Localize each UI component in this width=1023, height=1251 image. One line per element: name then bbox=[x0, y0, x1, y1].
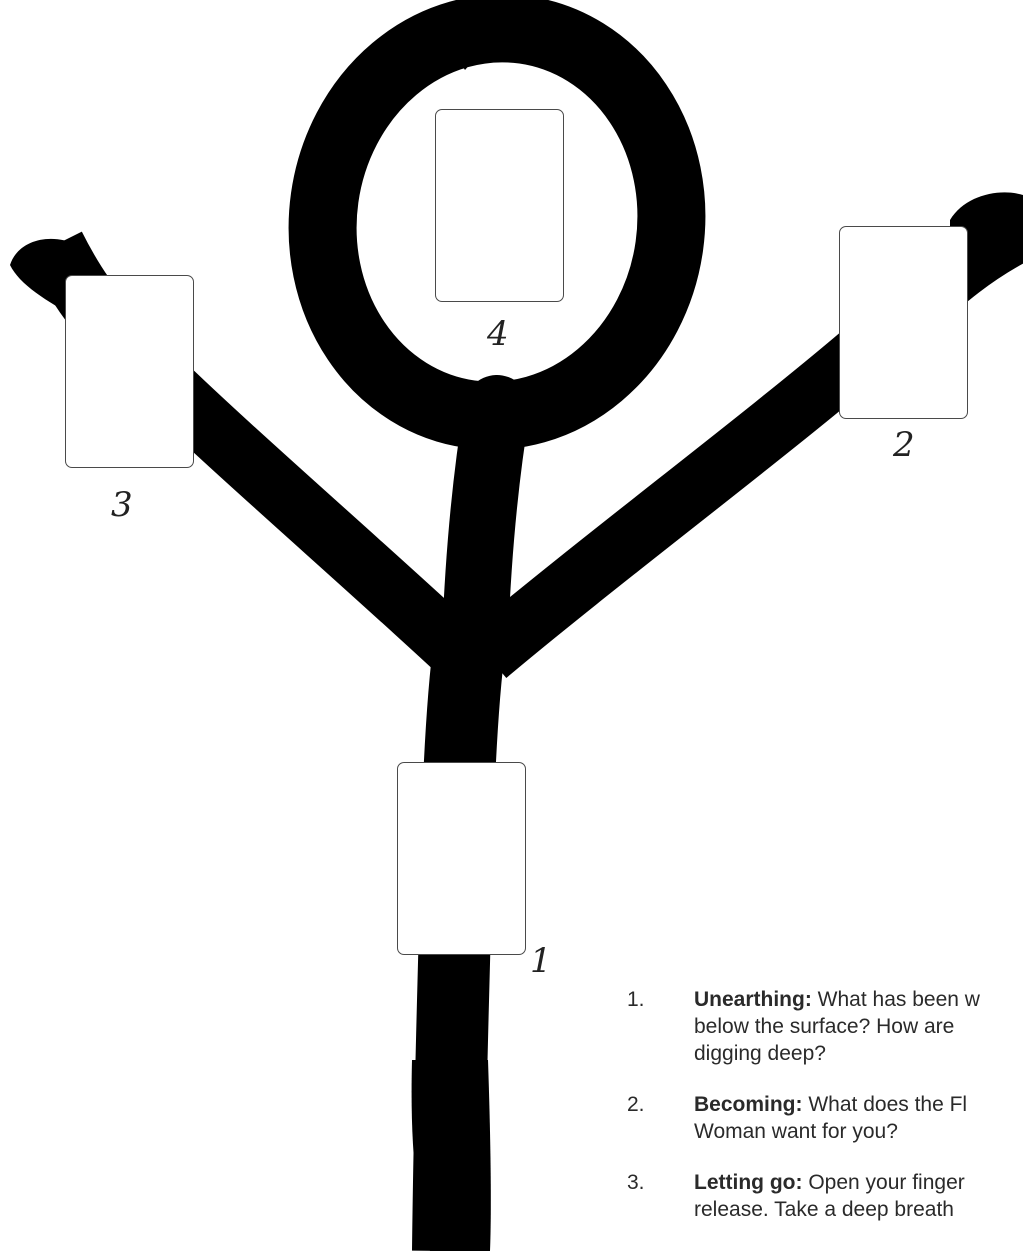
position-number-2: 2 bbox=[893, 428, 915, 462]
legend-line: below the surface? How are bbox=[694, 1015, 954, 1038]
card-slot-3[interactable] bbox=[65, 275, 194, 468]
position-number-3: 3 bbox=[111, 488, 133, 522]
position-number-4: 4 bbox=[487, 317, 509, 351]
legend-line: digging deep? bbox=[694, 1042, 826, 1065]
legend-index: 3. bbox=[627, 1169, 645, 1196]
legend-line: Open your finger bbox=[808, 1171, 964, 1194]
position-number-1: 1 bbox=[530, 944, 552, 978]
legend-item-3: 3. Letting go: Open your finger release.… bbox=[622, 1169, 1023, 1223]
legend-item-1: 1. Unearthing: What has been w below the… bbox=[622, 986, 1023, 1067]
legend-term: Unearthing: bbox=[694, 988, 812, 1011]
position-legend: 1. Unearthing: What has been w below the… bbox=[622, 986, 1023, 1247]
trunk-base bbox=[412, 1060, 491, 1251]
legend-line: release. Take a deep breath bbox=[694, 1198, 954, 1221]
legend-term: Becoming: bbox=[694, 1093, 803, 1116]
legend-term: Letting go: bbox=[694, 1171, 802, 1194]
legend-index: 1. bbox=[627, 986, 645, 1013]
legend-line: What has been w bbox=[818, 988, 980, 1011]
legend-item-2: 2. Becoming: What does the Fl Woman want… bbox=[622, 1091, 1023, 1145]
legend-line: What does the Fl bbox=[808, 1093, 967, 1116]
card-slot-4[interactable] bbox=[435, 109, 564, 302]
card-slot-2[interactable] bbox=[839, 226, 968, 419]
neck-stroke bbox=[475, 408, 497, 640]
legend-line: Woman want for you? bbox=[694, 1120, 898, 1143]
legend-index: 2. bbox=[627, 1091, 645, 1118]
card-slot-1[interactable] bbox=[397, 762, 526, 955]
